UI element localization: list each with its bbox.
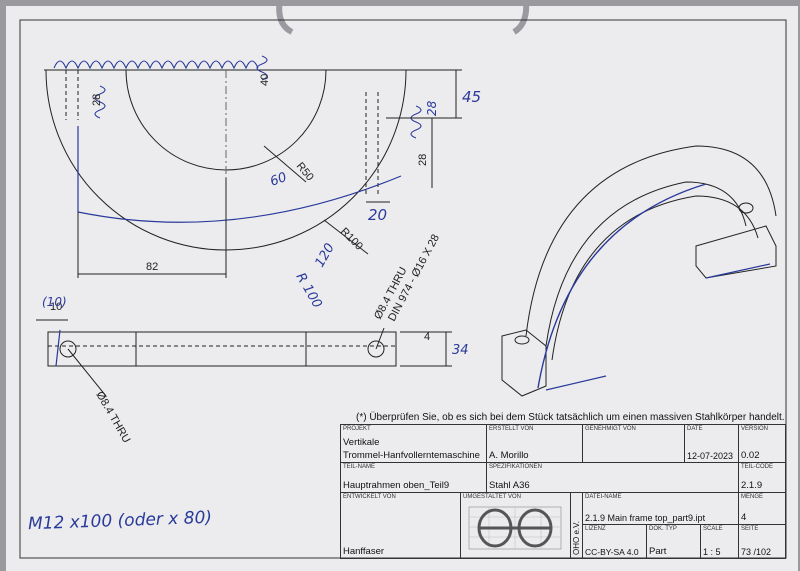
org-vertical: OHO e.V. — [572, 521, 581, 555]
erstellt-value: A. Morillo — [489, 450, 529, 461]
lizenz-cell: LIZENZ CC-BY-SA 4.0 — [583, 525, 647, 558]
teilname-label: TEIL-NAME — [343, 464, 376, 470]
lizenz-label: LIZENZ — [585, 526, 606, 532]
handwritten-10: (10) — [42, 295, 67, 309]
dim-4: 4 — [424, 331, 430, 343]
technical-drawing: 82 40 28 28 R50 R100 45 20 60 120 R 100 … — [19, 6, 787, 559]
menge-cell: MENGE 4 — [739, 493, 785, 525]
dim-r50-leader — [263, 145, 307, 183]
hole-left — [59, 340, 77, 358]
dim-28-side: 28 — [417, 154, 429, 166]
top-view — [44, 55, 462, 278]
blue-scribble — [256, 55, 268, 81]
front-view — [36, 319, 452, 397]
entwickelt-value: Hanffaser — [343, 546, 385, 557]
iso-top-face — [551, 195, 759, 361]
spez-label: SPEZIFIKATIONEN — [489, 464, 542, 470]
handwritten-34: 34 — [452, 343, 469, 358]
menge-label: MENGE — [741, 494, 764, 500]
seite-value: 73 /102 — [741, 547, 772, 557]
drawing-sheet: 82 40 28 28 R50 R100 45 20 60 120 R 100 … — [6, 6, 798, 571]
erstellt-cell: ERSTELLT VON A. Morillo — [487, 425, 583, 463]
date-label: DATE — [687, 426, 703, 432]
projekt-line1: Vertikale — [343, 437, 380, 448]
teilcode-value: 2.1.9 — [741, 480, 763, 491]
datei-value: 2.1.9 Main frame top_part9.ipt — [585, 513, 706, 523]
blue-redline — [55, 329, 61, 367]
binder-ring-left — [276, 6, 294, 35]
dim-r100-leader — [323, 219, 369, 255]
seite-cell: SEITE 73 /102 — [739, 525, 785, 558]
entwickelt-cell: ENTWICKELT VON Hanffaser — [341, 493, 461, 558]
handwritten-r100: R 100 — [293, 271, 325, 311]
handwritten-28: 28 — [425, 100, 439, 116]
org-cell: OHO e.V. — [571, 493, 583, 558]
blue-redline — [545, 375, 607, 391]
dim-10: 10 — [50, 301, 62, 313]
umgestaltet-cell: UMGESTALTET VON — [461, 493, 571, 558]
date-cell: DATE 12-07-2023 — [685, 425, 739, 463]
iso-hole — [514, 335, 530, 345]
handwritten-45: 45 — [462, 88, 481, 106]
iso-right-block — [695, 225, 777, 279]
projekt-line2: Trommel-Hanfvollerntemaschine — [343, 450, 480, 461]
seite-label: SEITE — [741, 526, 759, 532]
blue-redline — [77, 126, 402, 223]
front-body — [47, 331, 397, 367]
binder-ring-right — [512, 6, 530, 35]
umgestaltet-label: UMGESTALTET VON — [463, 494, 522, 500]
menge-value: 4 — [741, 512, 747, 523]
doktyp-cell: DOK. TYP Part — [647, 525, 701, 558]
dim-r50: R50 — [294, 160, 316, 183]
version-value: 0.02 — [741, 450, 760, 461]
genehmigt-cell: GENEHMIGT VON — [583, 425, 685, 463]
blue-redline — [537, 183, 707, 389]
doktyp-label: DOK. TYP — [649, 526, 677, 532]
teilcode-cell: TEIL-CODE 2.1.9 — [739, 463, 785, 493]
handwritten-20: 20 — [368, 206, 387, 224]
blue-scribble — [53, 60, 259, 70]
blue-scribble — [94, 85, 106, 119]
iso-left-block — [501, 329, 547, 397]
handwritten-120: 120 — [312, 241, 337, 270]
doktyp-value: Part — [649, 546, 667, 557]
title-block: PROJEKT Vertikale Trommel-Hanfvollerntem… — [340, 424, 786, 559]
lizenz-value: CC-BY-SA 4.0 — [585, 547, 639, 557]
datei-cell: DATEI-NAME 2.1.9 Main frame top_part9.ip… — [583, 493, 739, 525]
projekt-cell: PROJEKT Vertikale Trommel-Hanfvollerntem… — [341, 425, 487, 463]
spez-value: Stahl A36 — [489, 480, 530, 491]
verification-note: (*) Überprüfen Sie, ob es sich bei dem S… — [356, 412, 785, 423]
iso-hole — [738, 202, 754, 214]
hole-leader — [67, 348, 107, 397]
projekt-label: PROJEKT — [343, 426, 371, 432]
iso-outer-arc — [525, 145, 777, 337]
dim-40: 40 — [259, 74, 271, 86]
handwritten-60: 60 — [268, 170, 289, 190]
dim-28-top: 28 — [91, 94, 103, 106]
scale-label: SCALE — [703, 526, 723, 532]
version-cell: VERSION 0.02 — [739, 425, 785, 463]
callout-leader — [375, 327, 385, 350]
datei-label: DATEI-NAME — [585, 494, 622, 500]
entwickelt-label: ENTWICKELT VON — [343, 494, 396, 500]
erstellt-label: ERSTELLT VON — [489, 426, 534, 432]
teilcode-label: TEIL-CODE — [741, 464, 774, 470]
date-value: 12-07-2023 — [687, 451, 734, 461]
teilname-cell: TEIL-NAME Hauptrahmen oben_Teil9 — [341, 463, 487, 493]
genehmigt-label: GENEHMIGT VON — [585, 426, 636, 432]
iso-view — [501, 145, 777, 397]
hole-thru-label: Ø8.4 THRU — [93, 390, 132, 446]
version-label: VERSION — [741, 426, 769, 432]
spez-cell: SPEZIFIKATIONEN Stahl A36 — [487, 463, 739, 493]
scale-cell: SCALE 1 : 5 — [701, 525, 739, 558]
blue-scribble — [410, 105, 422, 139]
hole-right — [367, 340, 385, 358]
scale-value: 1 : 5 — [703, 547, 721, 557]
oho-logo — [468, 506, 562, 550]
dim-82: 82 — [146, 261, 158, 273]
blue-redline — [705, 263, 771, 279]
iso-inner-arc — [545, 181, 747, 347]
teilname-value: Hauptrahmen oben_Teil9 — [343, 480, 450, 491]
